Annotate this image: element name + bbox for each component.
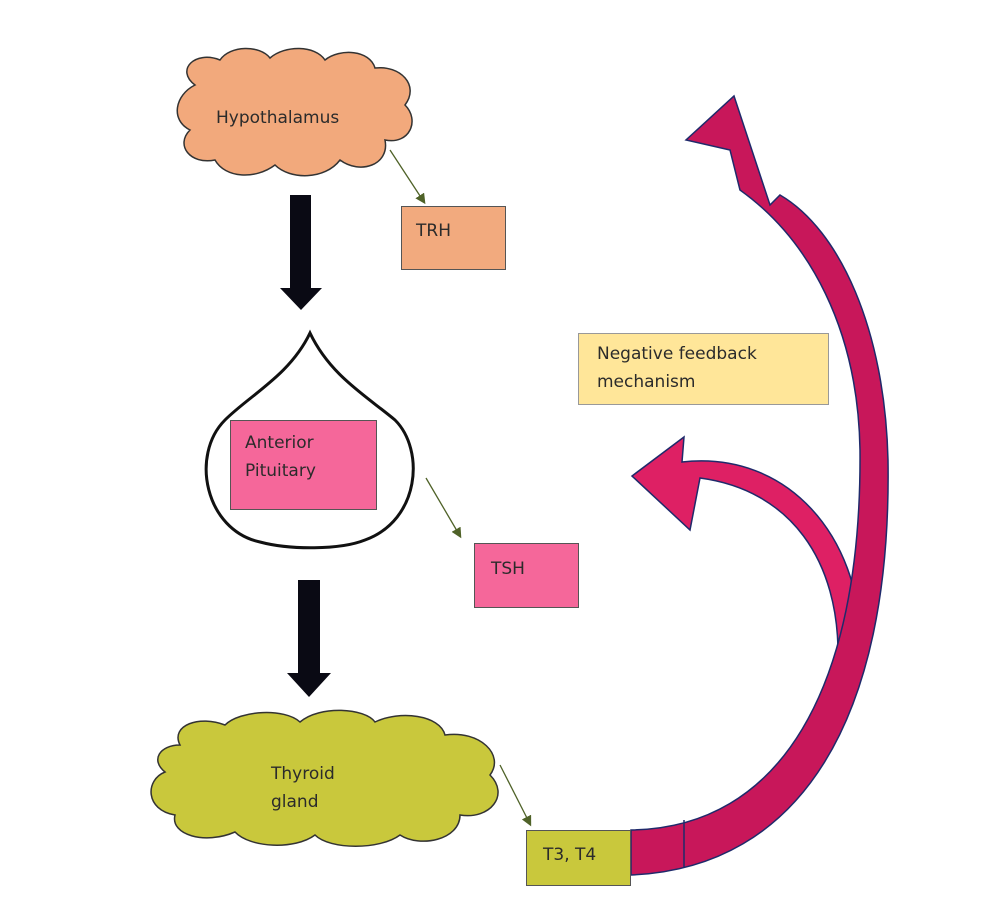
- trh-label: TRH: [416, 221, 451, 241]
- anterior-pituitary-line1: Anterior: [245, 433, 314, 453]
- anterior-pituitary-line2: Pituitary: [245, 461, 316, 481]
- tsh-label: TSH: [491, 559, 525, 579]
- anterior-pituitary-box: Anterior Pituitary: [230, 420, 377, 510]
- thyroid-cloud: [150, 709, 499, 847]
- negative-feedback-box: Negative feedback mechanism: [578, 333, 829, 405]
- hypothalamus-cloud: [176, 47, 413, 177]
- connector-arrow-t3t4: [499, 764, 532, 827]
- hypothalamus-label: Hypothalamus: [216, 108, 340, 128]
- feedback-arrow-to-hypothalamus: [630, 94, 889, 876]
- down-arrow-pituitary-to-thyroid: [287, 580, 331, 697]
- feedback-arrow-to-pituitary: [630, 435, 861, 662]
- connector-arrow-tsh: [425, 477, 462, 539]
- down-arrow-hypothalamus-to-pituitary: [280, 195, 322, 310]
- thyroid-label-line2: gland: [271, 792, 319, 812]
- t3t4-box: T3, T4: [526, 830, 631, 886]
- trh-box: TRH: [401, 206, 506, 270]
- tsh-box: TSH: [474, 543, 579, 608]
- connector-arrow-trh: [389, 149, 426, 205]
- feedback-label-line2: mechanism: [597, 372, 696, 392]
- t3t4-label: T3, T4: [543, 845, 597, 865]
- thyroid-label-line1: Thyroid: [271, 764, 335, 784]
- feedback-label-line1: Negative feedback: [597, 344, 757, 364]
